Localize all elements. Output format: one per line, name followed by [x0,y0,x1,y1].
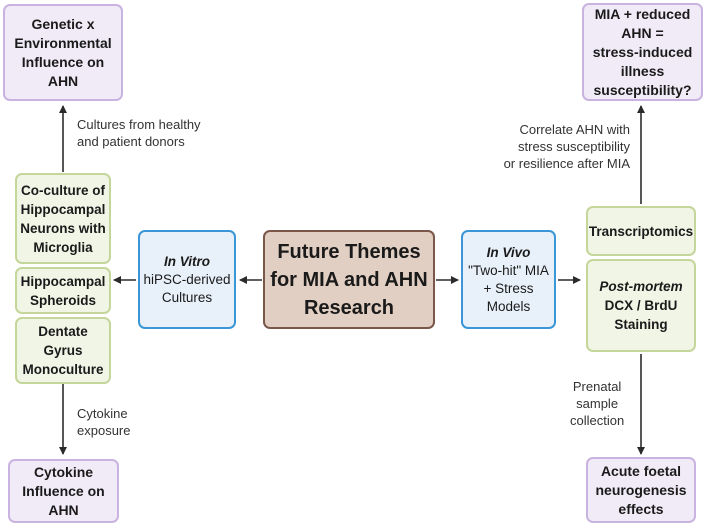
cytokine-line-3: AHN [48,501,79,518]
dentate-line-1: Dentate [38,324,88,339]
mia-line-1: MIA + reduced [594,5,691,22]
mia-line-3: stress-induced [592,43,693,60]
cytokine-line-1: Cytokine [33,463,94,480]
transcriptomics-label: Transcriptomics [588,223,694,239]
genetic-line-2: Environmental [14,34,112,51]
postmortem-line-2: Staining [614,317,668,332]
dentate-line-2: Gyrus [43,343,83,358]
label-correlate-line-1: Correlate AHN with [519,122,630,137]
label-prenatal-line-3: collection [570,413,625,428]
coculture-box: Co-culture of Hippocampal Neurons with M… [15,173,111,264]
label-prenatal-sample: Prenatal sample collection [570,378,624,429]
coculture-line-4: Microglia [33,239,93,255]
in-vitro-heading: In Vitro [164,253,210,269]
mia-line-4: illness [620,62,665,79]
acute-foetal-box: Acute foetal neurogenesis effects [586,457,696,523]
postmortem-heading: Post-mortem [599,279,683,294]
central-line-3: Research [303,296,395,319]
label-prenatal-line-2: sample [576,396,619,411]
coculture-line-2: Hippocampal [20,201,106,217]
genetic-line-1: Genetic x [31,15,95,32]
coculture-line-3: Neurons with [20,220,106,236]
postmortem-line-1: DCX / BrdU [604,298,678,313]
spheroids-line-2: Spheroids [29,292,96,308]
spheroids-line-1: Hippocampal [20,273,106,289]
cytokine-influence-box: Cytokine Influence on AHN [8,459,119,523]
label-cytokine-line-2: exposure [77,423,131,438]
label-correlate-line-3: or resilience after MIA [503,156,630,171]
dentate-line-3: Monoculture [22,362,104,377]
mia-line-5: susceptibility? [593,81,692,98]
label-cultures-line-1: Cultures from healthy [77,117,201,132]
acute-line-1: Acute foetal [600,462,682,479]
in-vivo-line-3: Models [486,298,531,314]
in-vitro-box: In Vitro hiPSC-derived Cultures [138,230,236,329]
acute-line-3: effects [618,500,664,517]
spheroids-box: Hippocampal Spheroids [15,267,111,314]
in-vitro-line-1: hiPSC-derived [143,271,231,287]
genetic-line-3: Influence on AHN [21,53,105,89]
mia-line-2: AHN = [621,24,664,41]
in-vivo-line-2: + Stress [483,280,534,296]
transcriptomics-box: Transcriptomics [586,206,696,256]
in-vivo-heading: In Vivo [486,244,531,260]
mia-reduced-ahn-box: MIA + reduced AHN = stress-induced illne… [582,3,703,101]
central-line-1: Future Themes [277,240,421,263]
label-correlate-ahn: Correlate AHN with stress susceptibility… [504,121,630,172]
in-vivo-box: In Vivo "Two-hit" MIA + Stress Models [461,230,556,329]
central-theme-box: Future Themes for MIA and AHN Research [263,230,435,329]
label-cytokine-exposure: Cytokine exposure [77,405,130,439]
label-cultures-donors: Cultures from healthy and patient donors [77,116,201,150]
genetic-environmental-box: Genetic x Environmental Influence on AHN [3,4,123,101]
in-vitro-line-2: Cultures [161,289,213,305]
label-cultures-line-2: and patient donors [77,134,185,149]
label-prenatal-line-1: Prenatal [572,379,622,394]
central-line-2: for MIA and AHN [270,268,428,291]
cytokine-line-2: Influence on [22,482,105,499]
coculture-line-1: Co-culture of [21,182,105,198]
in-vivo-line-1: "Two-hit" MIA [468,262,549,278]
acute-line-2: neurogenesis [595,481,687,498]
label-cytokine-line-1: Cytokine [77,406,128,421]
label-correlate-line-2: stress susceptibility [518,139,630,154]
postmortem-box: Post-mortem DCX / BrdU Staining [586,259,696,352]
dentate-gyrus-box: Dentate Gyrus Monoculture [15,317,111,384]
